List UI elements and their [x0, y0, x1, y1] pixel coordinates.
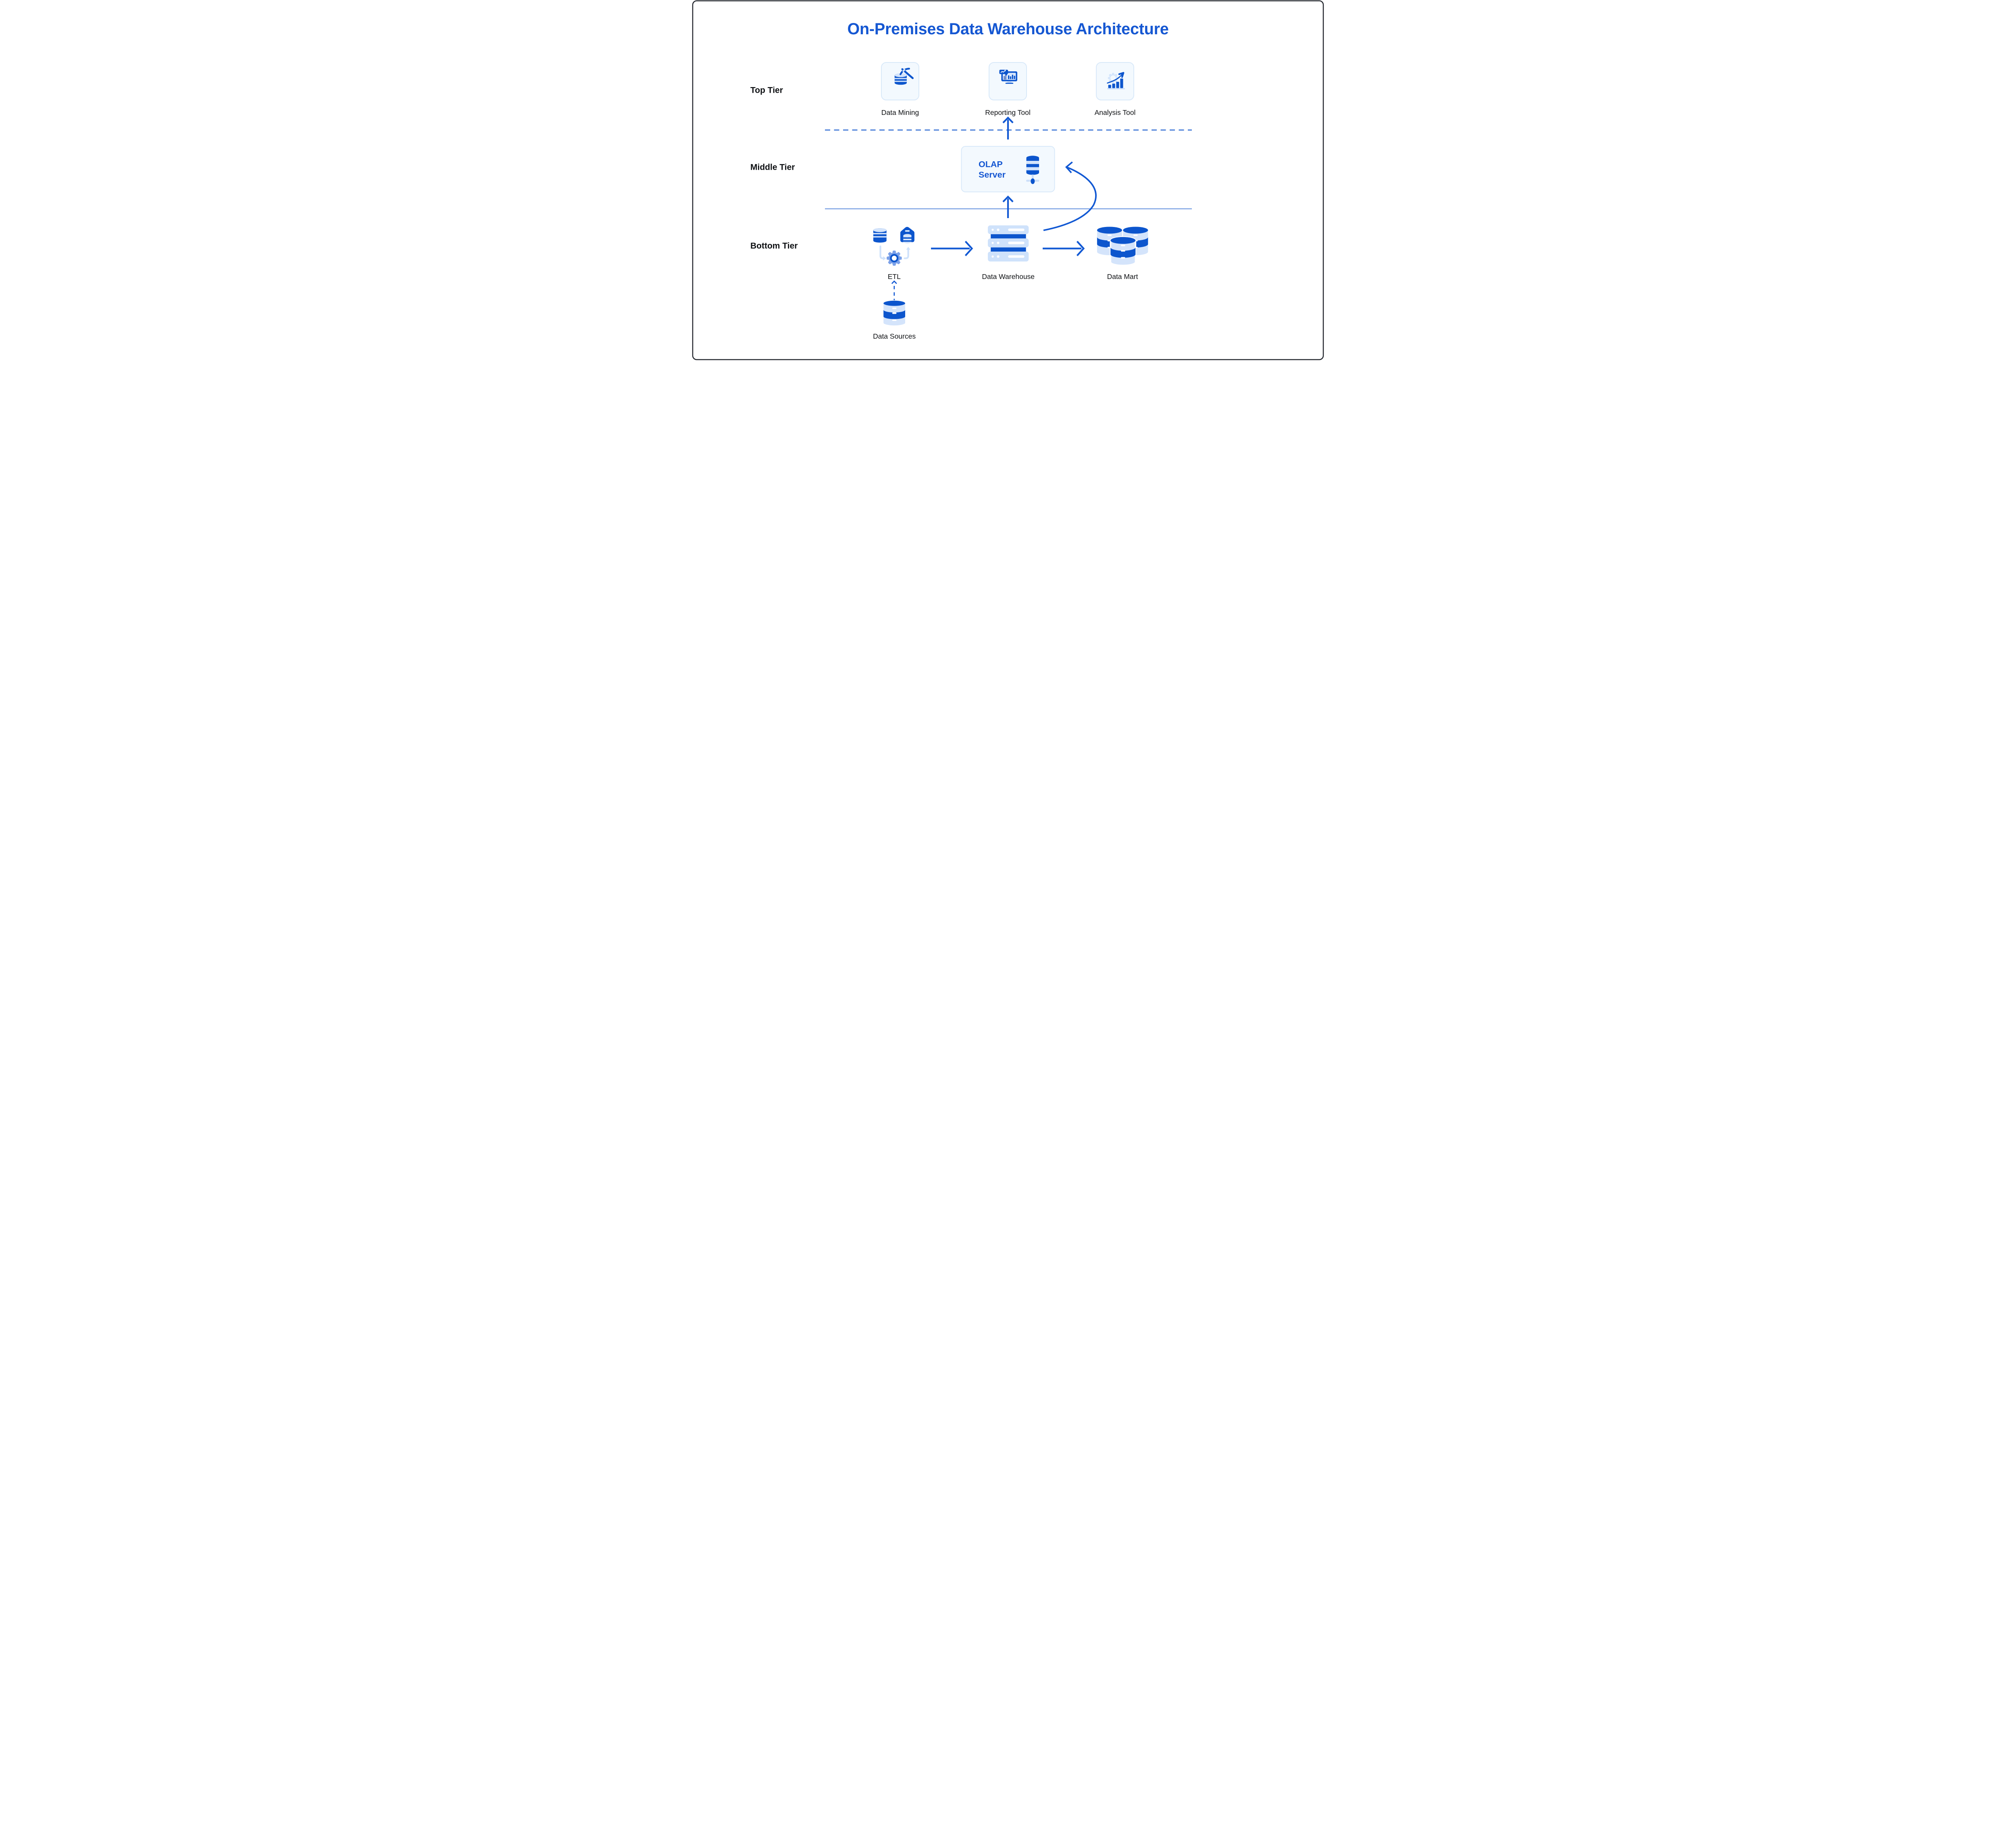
tier-label-middle: Middle Tier — [750, 163, 795, 172]
olap-box-background — [961, 146, 1055, 192]
data-warehouse-label: Data Warehouse — [982, 273, 1035, 281]
pickaxe-highlight — [902, 69, 906, 72]
analysis-tool-icon — [1107, 72, 1125, 90]
etl-node: ETL — [873, 227, 914, 281]
data-sources-node: Data Sources — [873, 300, 916, 340]
data-mart-node: Data Mart — [1097, 227, 1148, 281]
database-server-icon — [1026, 156, 1039, 184]
arrow-sources-to-etl — [891, 280, 897, 300]
etl-process-icon — [873, 227, 914, 266]
card-analysis-tool: Analysis Tool — [1095, 62, 1136, 117]
etl-label: ETL — [888, 273, 901, 281]
growth-arrow — [1107, 73, 1123, 84]
data-warehouse-node: Data Warehouse — [982, 225, 1035, 281]
warehouse-icon — [900, 227, 914, 244]
database-icon — [883, 300, 905, 326]
reporting-tool-label: Reporting Tool — [985, 108, 1031, 117]
elbow-arrow-left — [879, 245, 884, 259]
data-mining-icon — [894, 68, 914, 85]
olap-title-line1: OLAP — [979, 160, 1003, 169]
database-cluster-icon — [1097, 227, 1148, 266]
tier-label-bottom: Bottom Tier — [750, 241, 798, 251]
arrow-warehouse-to-olap — [1002, 195, 1014, 218]
reporting-tool-icon — [999, 69, 1017, 84]
arrow-olap-to-reporting — [1002, 116, 1014, 139]
arrow-feedback-curve — [1043, 161, 1097, 231]
data-mart-label: Data Mart — [1107, 273, 1138, 281]
elbow-arrow-right — [904, 248, 909, 259]
card-data-mining: Data Mining — [881, 62, 919, 117]
analysis-tool-label: Analysis Tool — [1095, 108, 1136, 117]
server-rack-icon — [988, 225, 1029, 262]
growth-arrowhead — [1118, 72, 1125, 78]
trend-line — [1000, 70, 1006, 73]
olap-title-line2: Server — [979, 170, 1006, 180]
arrow-etl-to-warehouse — [931, 241, 973, 256]
data-mining-label: Data Mining — [881, 108, 919, 117]
diagram-page: On-Premises Data Warehouse Architecture … — [692, 0, 1324, 360]
diagram-canvas: On-Premises Data Warehouse Architecture … — [692, 0, 1324, 360]
arrow-warehouse-to-datamart — [1043, 241, 1085, 256]
card-reporting-tool: Reporting Tool — [985, 62, 1031, 117]
page-title: On-Premises Data Warehouse Architecture — [847, 20, 1168, 38]
tier-label-top: Top Tier — [750, 86, 783, 95]
data-sources-label: Data Sources — [873, 332, 916, 340]
gear-icon — [887, 250, 902, 266]
trend-arrowhead — [1004, 70, 1006, 72]
gear-icon — [1108, 73, 1118, 83]
olap-server-box: OLAP Server — [961, 146, 1055, 192]
